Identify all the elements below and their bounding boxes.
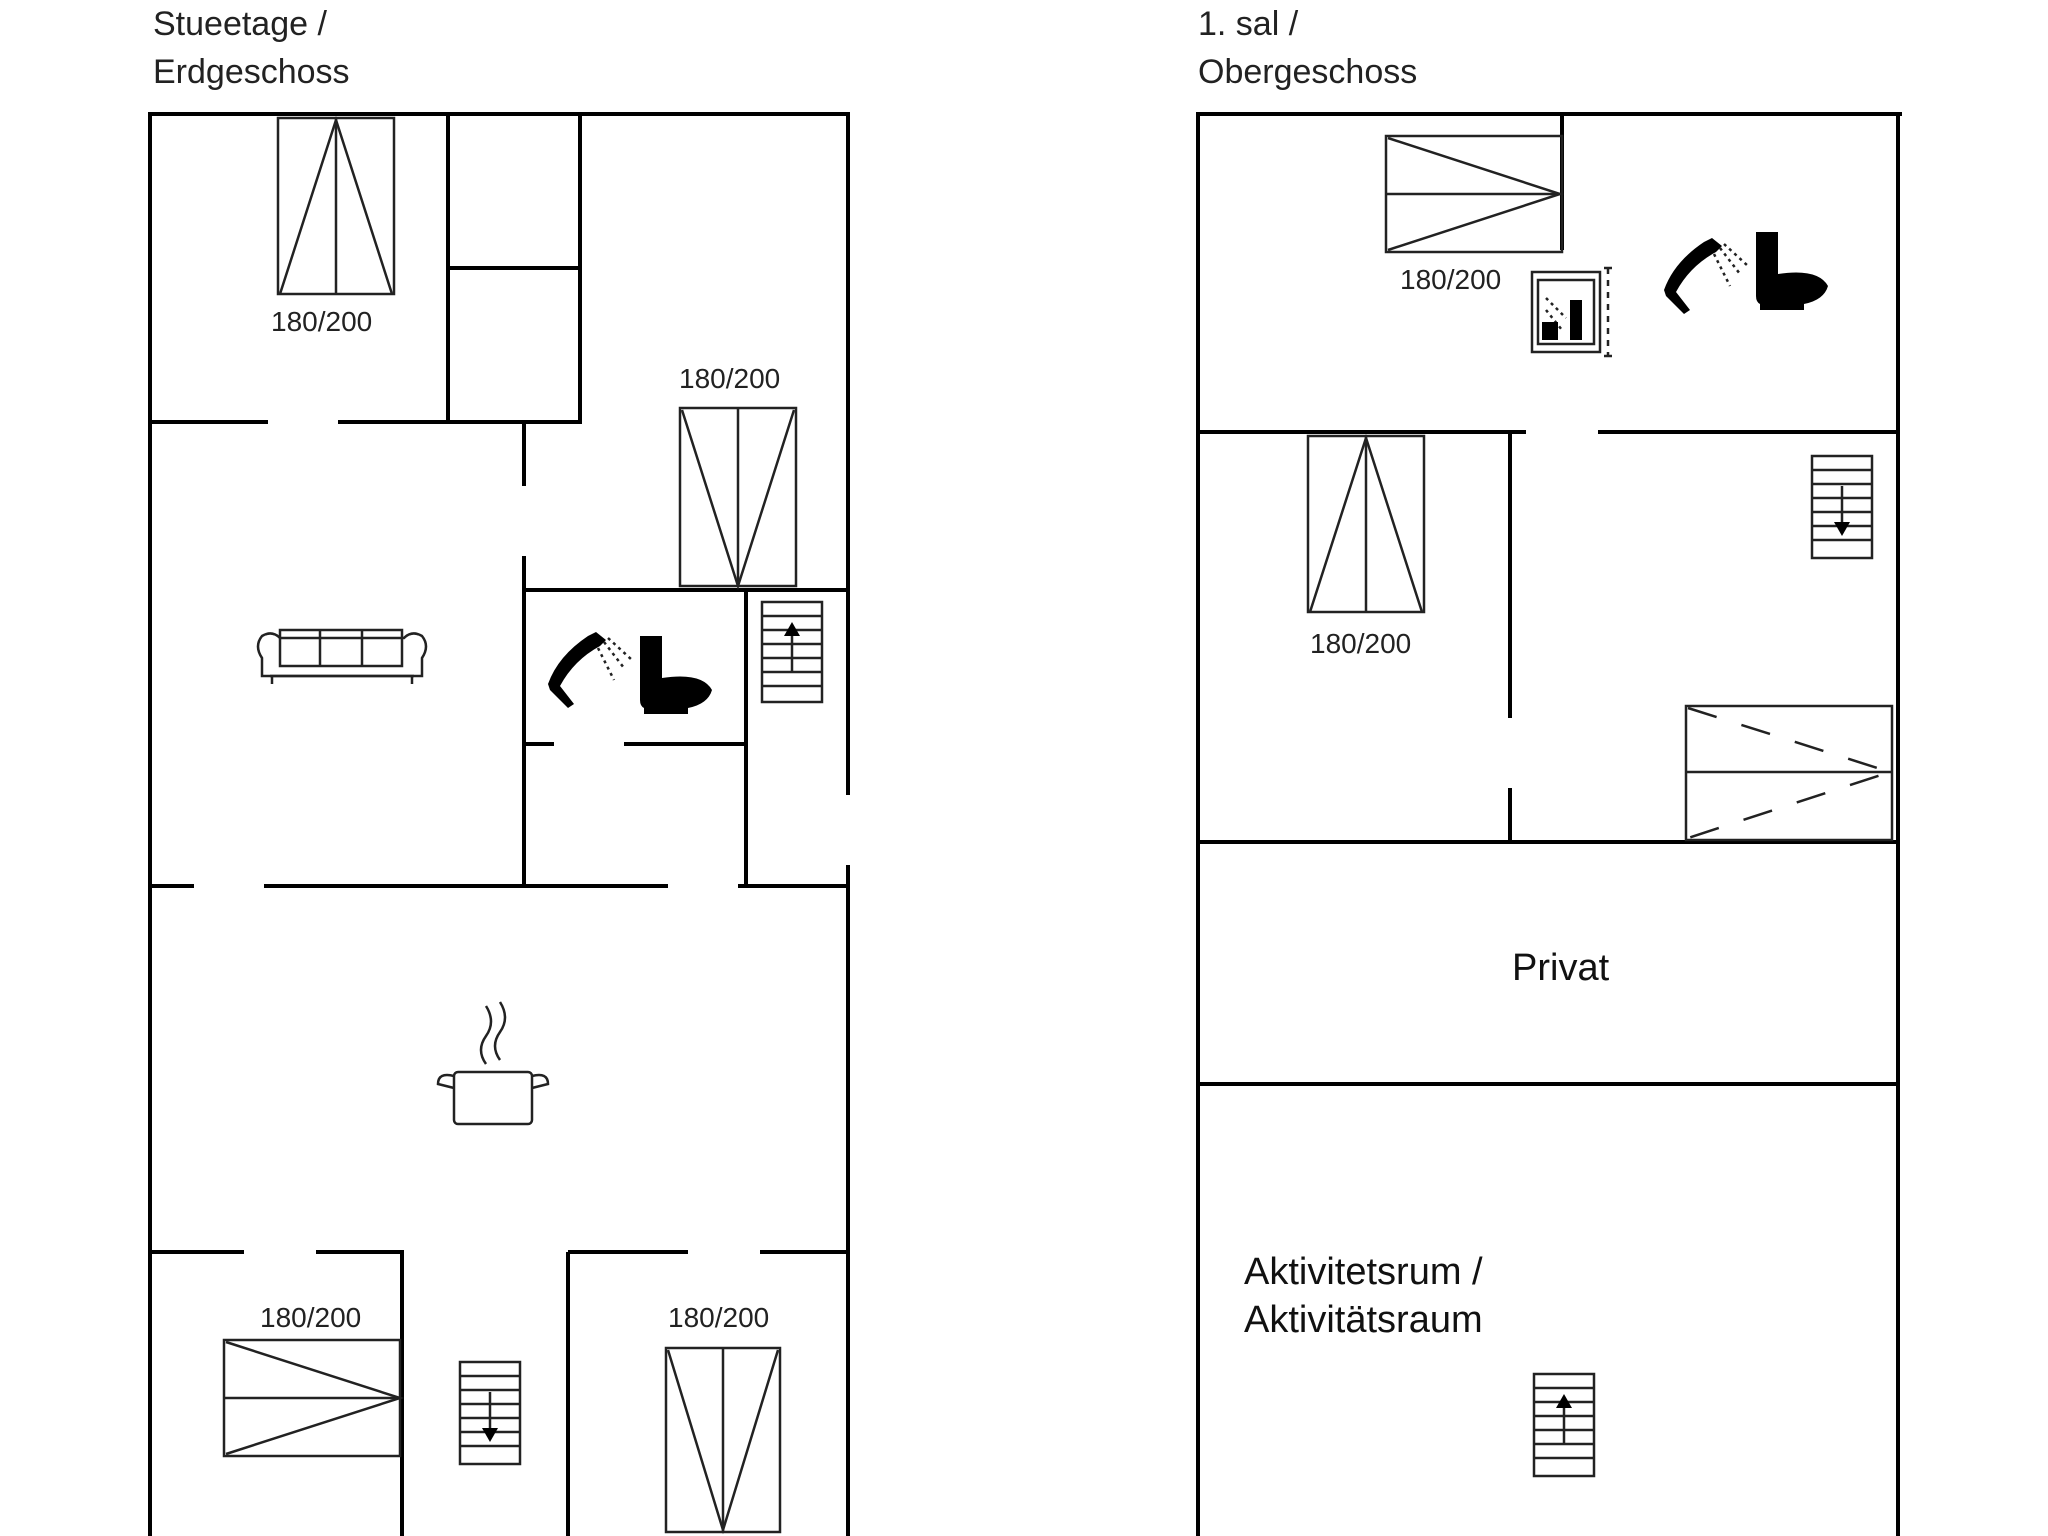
shower-icon xyxy=(1664,238,1749,314)
bed-icon xyxy=(1684,704,1895,842)
upper-floor-outer-walls xyxy=(1196,112,1902,1536)
bed-icon xyxy=(1384,134,1565,254)
ground-floor-outer-walls xyxy=(148,112,850,1536)
upper-floor-title-line1: 1. sal / xyxy=(1198,5,1299,43)
stairs-up-icon xyxy=(1532,1372,1596,1478)
washing-machine-icon xyxy=(1530,266,1612,358)
stairs-down-icon xyxy=(458,1360,522,1466)
bed-size-label: 180/200 xyxy=(679,363,780,394)
bed-size-label: 180/200 xyxy=(668,1302,769,1333)
bed-size-label: 180/200 xyxy=(260,1302,361,1333)
bed-size-label: 180/200 xyxy=(1400,264,1501,295)
bed-icon xyxy=(664,1346,782,1535)
bed-size-label: 180/200 xyxy=(271,306,372,337)
toilet-icon xyxy=(1756,232,1828,310)
bed-icon xyxy=(1306,433,1426,614)
upper-floor-interior-walls xyxy=(1198,114,1898,1086)
bed-size-label: 180/200 xyxy=(1310,628,1411,659)
bed-icon xyxy=(276,115,396,296)
stairs-down-icon xyxy=(1810,454,1874,560)
shower-icon xyxy=(548,632,633,708)
upper-floor-plan: 1. sal / Obergeschoss 180/200 xyxy=(1196,5,1902,1536)
room-label-activity-line2: Aktivitätsraum xyxy=(1244,1299,1483,1341)
sofa-icon xyxy=(256,628,428,684)
bed-icon xyxy=(222,1338,405,1458)
ground-floor-title-line2: Erdgeschoss xyxy=(153,53,350,91)
ground-floor-interior-walls xyxy=(150,114,848,1536)
stairs-up-icon xyxy=(760,600,824,704)
bed-icon xyxy=(678,406,798,591)
toilet-icon xyxy=(640,636,712,714)
cooking-pot-icon xyxy=(436,1001,550,1126)
ground-floor-plan: Stueetage / Erdgeschoss xyxy=(148,5,850,1536)
room-label-activity-line1: Aktivitetsrum / xyxy=(1244,1251,1483,1293)
room-label-private: Privat xyxy=(1512,947,1610,989)
upper-floor-title-line2: Obergeschoss xyxy=(1198,53,1417,91)
ground-floor-title-line1: Stueetage / xyxy=(153,5,327,43)
